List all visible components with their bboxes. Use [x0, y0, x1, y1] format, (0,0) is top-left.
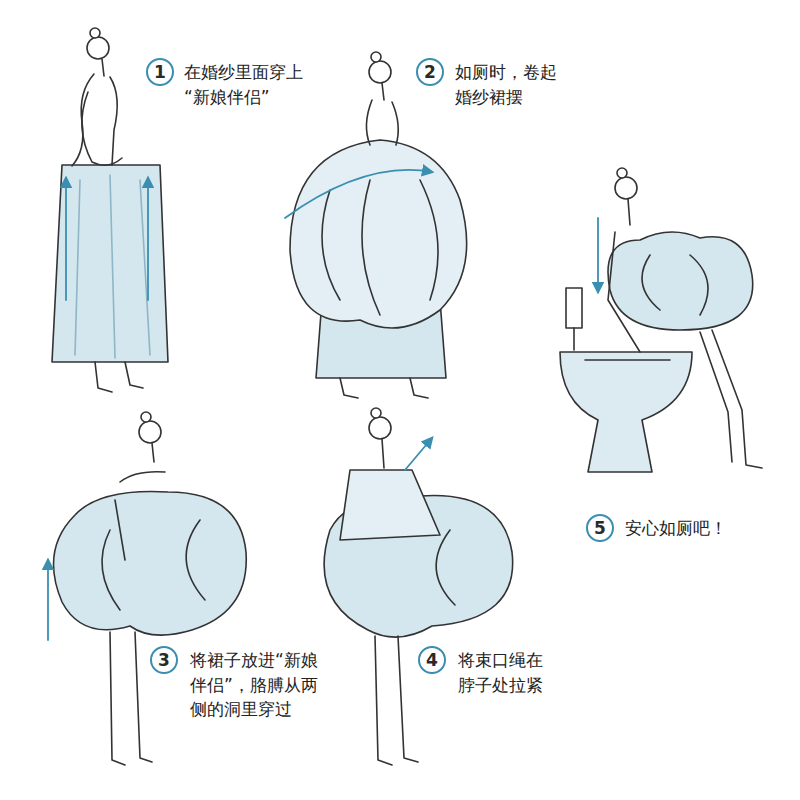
callout-number: 4: [426, 652, 438, 669]
step-text: 将束口绳在 脖子处拉紧: [458, 648, 620, 697]
figure-step2: [285, 52, 467, 398]
callout-number: 5: [594, 520, 606, 537]
step-number-circle: 5: [586, 514, 614, 542]
callout-number: 1: [154, 64, 166, 81]
figure-step4: [324, 408, 513, 765]
step-text: 如厕时，卷起 婚纱裙摆: [455, 60, 617, 109]
callout-number: 2: [424, 64, 436, 81]
figure-step5: [560, 168, 762, 472]
step-text: 在婚纱里面穿上 “新娘伴侣”: [184, 60, 346, 109]
step-number-circle: 3: [150, 646, 178, 674]
step-number-circle: 4: [418, 646, 446, 674]
step-number-circle: 2: [416, 58, 444, 86]
step-text: 将裙子放进“新娘 伴侣”，胳膊从两 侧的洞里穿过: [190, 648, 352, 722]
callout-number: 3: [158, 652, 170, 669]
step-text: 安心如厕吧！: [625, 516, 787, 541]
step-number-circle: 1: [146, 58, 174, 86]
